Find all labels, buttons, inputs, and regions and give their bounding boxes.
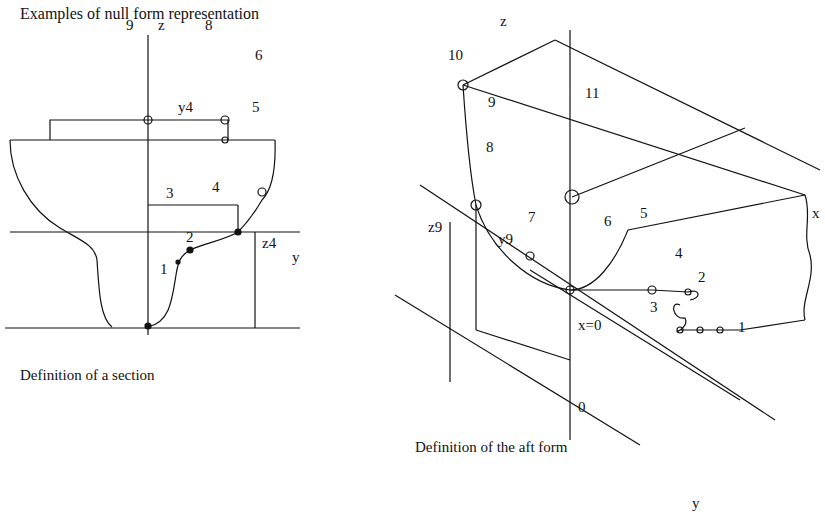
callout-number: 4 — [675, 246, 683, 261]
callout-number: 9 — [126, 18, 134, 33]
diagram-title: Examples of null form representation — [20, 6, 259, 22]
callout-number: y9 — [498, 232, 513, 247]
callout-number: 3 — [650, 300, 658, 315]
callout-number: 2 — [186, 230, 194, 245]
callout-number: 1 — [738, 320, 746, 335]
callout-number: 11 — [585, 86, 599, 101]
callout-number: 0 — [578, 400, 586, 415]
callout-number: z9 — [428, 220, 442, 235]
callout-number: 6 — [255, 48, 263, 63]
callout-number: z4 — [262, 236, 276, 251]
callout-number: x — [812, 206, 820, 221]
callout-number: z — [158, 18, 165, 33]
caption-text: Definition of a section — [20, 368, 155, 383]
callout-number: 5 — [640, 206, 648, 221]
callout-number: 4 — [212, 180, 220, 195]
callout-number: 8 — [205, 18, 213, 33]
callout-number: z — [500, 14, 507, 29]
callout-number: 3 — [166, 186, 174, 201]
callout-number: x=0 — [578, 318, 601, 333]
callout-number: 1 — [160, 262, 168, 277]
callout-number: 5 — [252, 100, 260, 115]
callout-number: 7 — [528, 210, 536, 225]
callout-number: 2 — [698, 270, 706, 285]
caption-text: Definition of the aft form — [415, 440, 567, 455]
callout-number: 9 — [488, 95, 496, 110]
callout-number: y — [292, 250, 300, 265]
callout-number: 10 — [448, 48, 463, 63]
callout-number: y4 — [178, 100, 193, 115]
callout-number: 6 — [604, 214, 612, 229]
callout-number: 8 — [486, 140, 494, 155]
callout-number: y — [692, 496, 700, 511]
